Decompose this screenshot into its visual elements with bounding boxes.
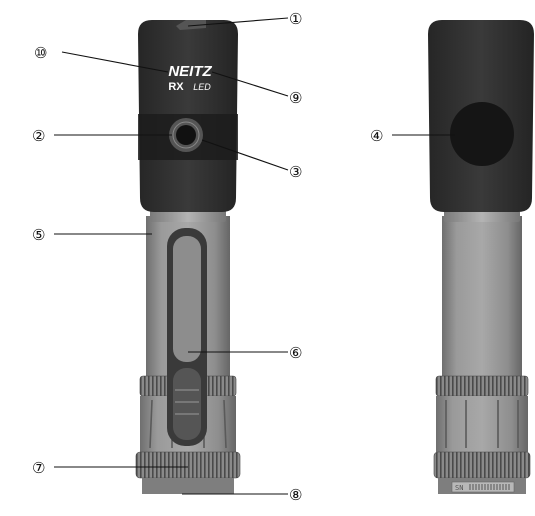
callout-2: ② [32,127,45,145]
back-grip-ring [435,375,529,397]
callout-1: ① [289,10,302,28]
callout-6: ⑥ [289,344,302,362]
battery-window-inner [173,236,201,362]
head-top-notch [176,20,206,30]
back-dial-ring [433,451,531,479]
dial-ring [135,451,241,479]
model-label: RX [168,81,184,93]
leader-10 [61,51,169,73]
callout-8: ⑧ [289,486,302,504]
battery-window-ribs [175,389,199,415]
serial-label: SN [455,484,463,492]
speculum-mount-opening [450,102,514,166]
brand-logo: NEITZ [168,63,212,80]
callout-5: ⑤ [32,226,45,244]
leader-3 [201,139,289,171]
battery-window-lower [173,368,201,440]
front-view: NEITZ RX LED [135,20,241,494]
callout-7: ⑦ [32,459,45,477]
callout-9: ⑨ [289,89,302,107]
leader-9 [211,71,289,97]
back-lower-section [436,396,528,452]
callout-numbers: ① ② ③ ④ ⑤ ⑥ ⑦ ⑧ ⑨ ⑩ [32,10,383,504]
callout-4: ④ [370,127,383,145]
viewing-lens-highlight [172,121,200,149]
serial-plate [451,481,515,493]
back-lower-ribs [445,400,519,448]
callout-3: ③ [289,163,302,181]
back-view: SN [428,20,534,494]
callout-leaders [54,17,455,495]
callout-10: ⑩ [34,44,47,62]
viewing-lens [176,125,196,145]
model-suffix-label: LED [193,82,211,92]
leader-1 [187,17,289,27]
serial-barcode [469,484,510,490]
base-cap [142,478,234,494]
